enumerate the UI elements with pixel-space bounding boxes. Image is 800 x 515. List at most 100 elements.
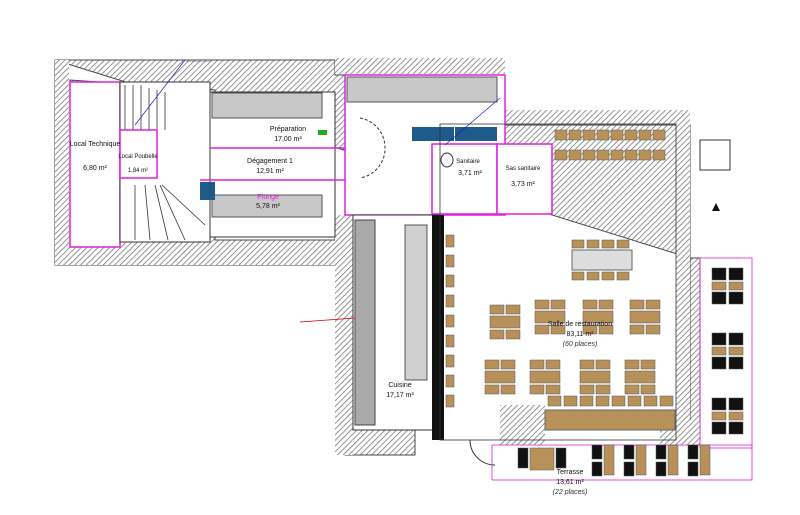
svg-text:(60 places): (60 places) [563,341,598,348]
chair [645,299,661,310]
svg-text:Sanitaire: Sanitaire [456,159,480,165]
chair [582,299,598,310]
table [554,149,568,161]
table [582,149,596,161]
room-label-salle: Salle de restauration 83,11 m² (60 place… [548,321,612,348]
chair [611,395,626,407]
chair [571,271,585,281]
table [699,444,711,476]
room-label-terrasse: Terrasse 13,61 m² (22 places) [553,469,588,496]
pass-counter [432,215,444,440]
annotation-note: ——————— [186,59,211,63]
svg-text:6,80 m²: 6,80 m² [83,165,107,172]
chair [586,239,600,249]
chair [591,444,603,460]
chair [505,304,521,315]
table [629,310,661,324]
chair [500,359,516,370]
central-bar [571,249,633,271]
table [728,281,744,291]
table [728,346,744,356]
chair [623,461,635,477]
svg-text:(22 places): (22 places) [553,489,588,496]
table [610,129,624,141]
chair [595,359,611,370]
chair [687,444,699,460]
stairs [124,85,206,241]
plonge-counter [211,194,323,218]
chair [445,354,455,368]
table [529,447,555,471]
chair [623,444,635,460]
chair [595,384,611,395]
chair [655,444,667,460]
room-label-preparation: Préparation 17,00 m² [270,126,306,143]
kitchen-island [404,224,428,381]
chair [645,324,661,335]
svg-text:12,91 m²: 12,91 m² [256,168,284,175]
chair [711,291,727,305]
leader-line [444,97,501,146]
chair [534,324,550,335]
north-wall-salle [505,110,690,124]
chair [711,421,727,435]
chair [445,294,455,308]
table [489,315,521,329]
chair [517,447,529,469]
table [638,149,652,161]
chair [579,395,594,407]
chair [529,359,545,370]
chair [728,332,744,346]
chair [445,234,455,248]
south-wall-left [55,245,340,265]
exit-sign [318,130,327,135]
svg-text:Préparation: Préparation [270,126,306,133]
svg-text:17,00 m²: 17,00 m² [274,136,302,143]
cooking-line [354,219,376,426]
storage-shelves [346,76,498,103]
chair [445,394,455,408]
chair [629,299,645,310]
side-terrace-boundary [699,257,753,449]
svg-text:3,71 m²: 3,71 m² [458,170,482,177]
chair [591,461,603,477]
svg-text:Cuisine: Cuisine [388,382,411,389]
chair [598,299,614,310]
table [624,149,638,161]
chair [484,359,500,370]
chair [601,271,615,281]
svg-text:17,17 m²: 17,17 m² [386,392,414,399]
table [529,370,561,384]
table [711,411,727,421]
chair [586,271,600,281]
chair [545,384,561,395]
chair [489,329,505,340]
svg-text:Dégagement 1: Dégagement 1 [247,158,293,165]
table [579,370,611,384]
dishwasher [200,182,215,200]
table [568,129,582,141]
svg-text:3,73 m²: 3,73 m² [511,181,535,188]
svg-text:Plonge: Plonge [257,194,279,201]
chair [534,299,550,310]
chair [728,397,744,411]
table [554,129,568,141]
chair [640,359,656,370]
svg-text:Sas sanitaire: Sas sanitaire [506,166,541,172]
table [484,370,516,384]
chair [624,384,640,395]
chair [445,274,455,288]
chair [659,395,674,407]
kitchen-west-wall [335,215,353,455]
chair [529,384,545,395]
svg-text:5,78 m²: 5,78 m² [256,203,280,210]
table [667,444,679,476]
table [582,129,596,141]
table [652,129,666,141]
terrace-boundary [491,444,753,481]
table [582,310,614,324]
room-local-technique [69,81,121,248]
chair [655,461,667,477]
cold-room-1 [412,127,454,141]
